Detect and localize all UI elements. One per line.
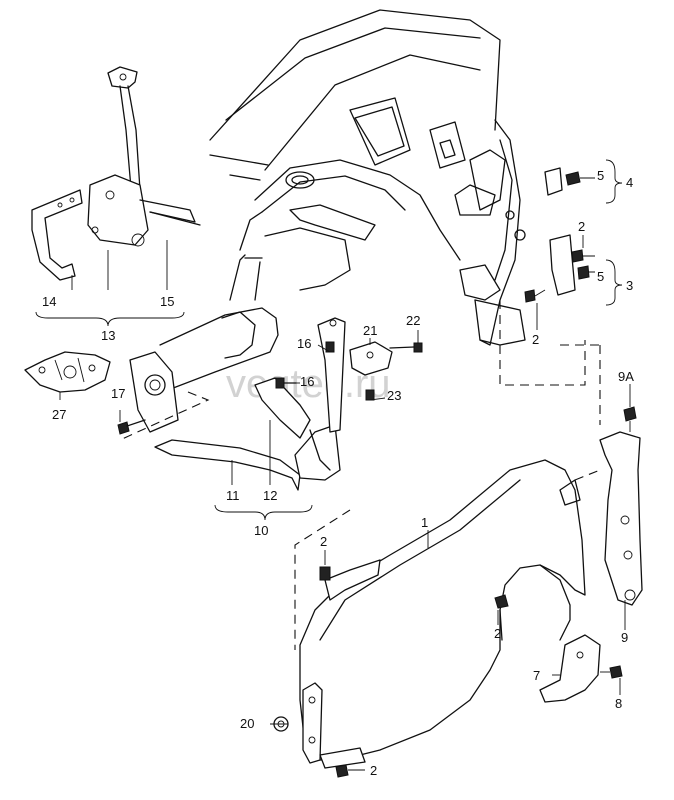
strut-beam bbox=[159, 254, 279, 391]
callout-7: 7 bbox=[533, 668, 540, 683]
callout-8: 8 bbox=[615, 696, 622, 711]
callout-15: 15 bbox=[160, 294, 174, 309]
callout-9a: 9A bbox=[618, 369, 634, 384]
callout-2d: 2 bbox=[494, 626, 501, 641]
callout-17: 17 bbox=[111, 386, 125, 401]
callout-13: 13 bbox=[101, 328, 115, 343]
callout-4: 4 bbox=[626, 175, 633, 190]
callout-22: 22 bbox=[406, 313, 420, 328]
callout-1: 1 bbox=[421, 515, 428, 530]
bracket-assembly-13 bbox=[31, 66, 201, 290]
bracket-7 bbox=[539, 634, 623, 703]
callout-5b: 5 bbox=[597, 269, 604, 284]
callout-11: 11 bbox=[226, 488, 240, 503]
part-27 bbox=[24, 351, 111, 400]
part-17-mount bbox=[117, 351, 179, 435]
leader-lines bbox=[35, 159, 631, 771]
callout-2c: 2 bbox=[320, 534, 327, 549]
fender-part-1 bbox=[299, 459, 586, 778]
callout-2e: 2 bbox=[370, 763, 377, 778]
seal-strip-9 bbox=[599, 406, 643, 606]
callout-16b: 16 bbox=[300, 374, 314, 389]
callout-2b: 2 bbox=[532, 332, 539, 347]
callout-23: 23 bbox=[387, 388, 401, 403]
callout-9: 9 bbox=[621, 630, 628, 645]
support-assembly-10 bbox=[154, 317, 423, 491]
callout-21: 21 bbox=[363, 323, 377, 338]
callout-labels: 1 2 2 2 2 2 3 4 5 5 7 8 9 9A 10 11 12 13… bbox=[42, 168, 634, 778]
assembly-guide-lines bbox=[119, 300, 601, 650]
callout-5a: 5 bbox=[597, 168, 604, 183]
callout-20: 20 bbox=[240, 716, 254, 731]
callout-16a: 16 bbox=[297, 336, 311, 351]
callout-14: 14 bbox=[42, 294, 56, 309]
callout-27: 27 bbox=[52, 407, 66, 422]
body-shell bbox=[209, 9, 526, 346]
bracket-3-4 bbox=[524, 167, 595, 303]
callout-2a: 2 bbox=[578, 219, 585, 234]
callout-12: 12 bbox=[263, 488, 277, 503]
callout-10: 10 bbox=[254, 523, 268, 538]
callout-3: 3 bbox=[626, 278, 633, 293]
